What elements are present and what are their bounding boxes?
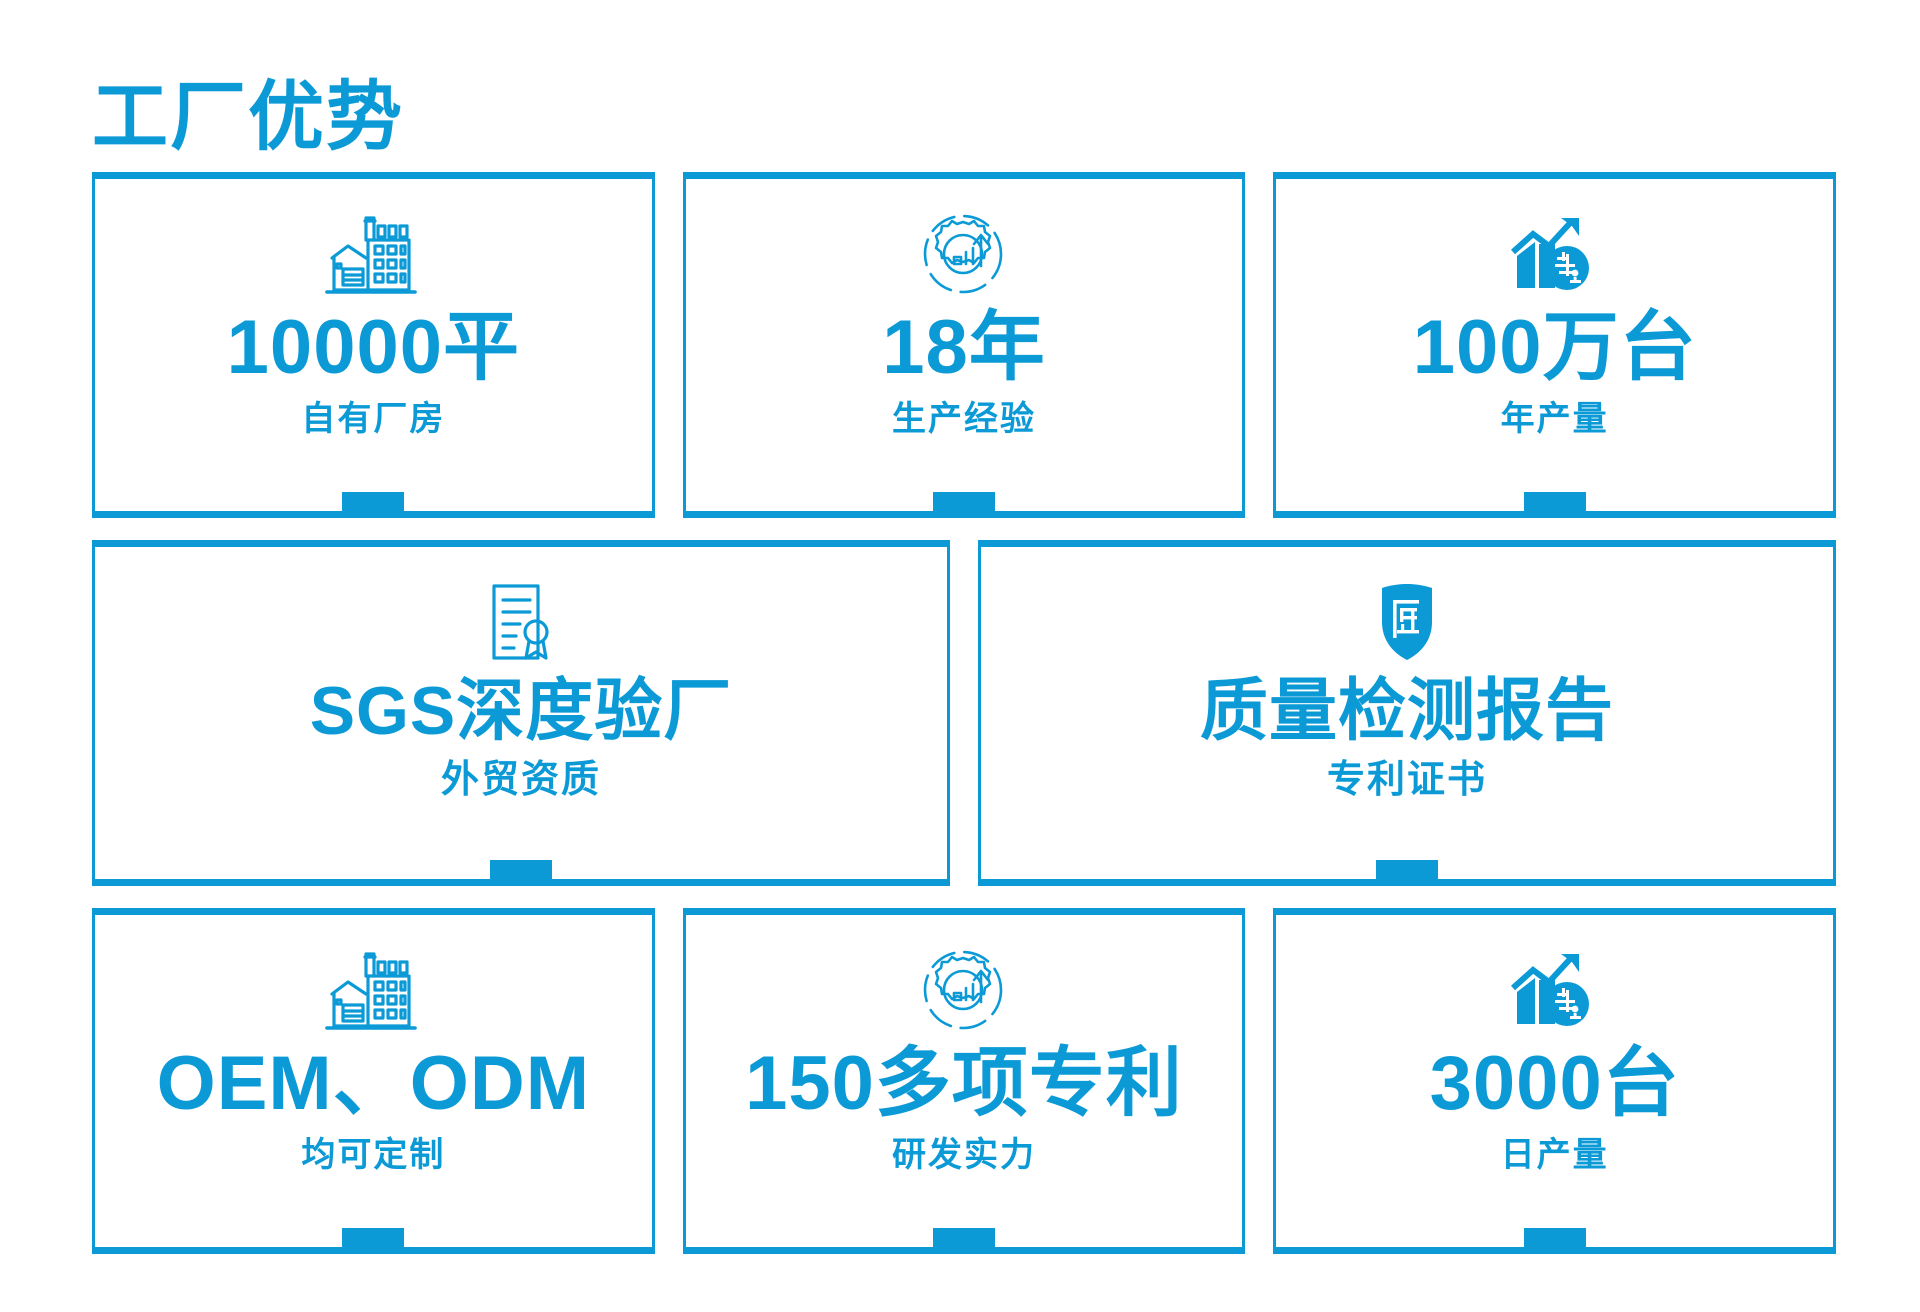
advantage-card-quality-report[interactable]: 质量检测报告 专利证书 (978, 540, 1836, 886)
card-notch (1523, 1228, 1586, 1254)
card-notch (933, 1228, 995, 1254)
advantage-headline: 100万台 (1412, 305, 1697, 390)
card-notch (342, 492, 405, 518)
advantage-subline: 专利证书 (1326, 759, 1487, 801)
factory-building-icon (323, 211, 423, 297)
advantage-card-daily-output[interactable]: 3000台 日产量 (1273, 908, 1837, 1254)
advantages-row-2: SGS深度验厂 外贸资质 (92, 540, 1836, 886)
card-notch (490, 860, 552, 886)
gear-growth-chart-icon (921, 947, 1007, 1033)
advantage-subline: 日产量 (1500, 1136, 1609, 1174)
advantage-subline: 研发实力 (892, 1136, 1036, 1174)
card-notch (1523, 492, 1586, 518)
advantage-card-sgs-audit[interactable]: SGS深度验厂 外贸资质 (92, 540, 950, 886)
certificate-award-icon (484, 579, 558, 665)
advantage-subline: 外贸资质 (440, 759, 601, 801)
advantage-subline: 均可定制 (301, 1136, 446, 1174)
factory-building-icon (323, 947, 423, 1033)
advantage-subline: 生产经验 (892, 400, 1036, 438)
advantage-card-patents[interactable]: 150多项专利 研发实力 (682, 908, 1246, 1254)
growth-arrow-year-coin-icon (1509, 211, 1601, 297)
advantages-grid: 10000平 自有厂房 (92, 172, 1837, 1254)
page-title: 工厂优势 (92, 74, 404, 160)
gear-growth-chart-icon (921, 211, 1007, 297)
card-notch (342, 1228, 405, 1254)
advantage-headline: 150多项专利 (745, 1041, 1183, 1126)
advantage-headline: SGS深度验厂 (309, 673, 733, 749)
advantage-subline: 年产量 (1500, 400, 1609, 438)
advantage-card-oem-odm[interactable]: OEM、ODM 均可定制 (92, 908, 655, 1254)
quality-shield-icon (1373, 579, 1441, 665)
card-notch (933, 492, 995, 518)
advantage-headline: 3000台 (1429, 1041, 1680, 1126)
advantage-headline: OEM、ODM (156, 1041, 591, 1126)
advantage-headline: 10000平 (226, 305, 520, 390)
advantage-card-factory-area[interactable]: 10000平 自有厂房 (92, 172, 655, 518)
advantage-headline: 质量检测报告 (1199, 673, 1614, 749)
growth-arrow-year-coin-icon (1509, 947, 1601, 1033)
advantage-card-annual-output[interactable]: 100万台 年产量 (1273, 172, 1837, 518)
advantage-subline: 自有厂房 (301, 400, 446, 438)
advantage-card-production-experience[interactable]: 18年 生产经验 (682, 172, 1246, 518)
advantages-row-1: 10000平 自有厂房 (92, 172, 1837, 518)
advantage-headline: 18年 (882, 305, 1046, 390)
advantages-row-3: OEM、ODM 均可定制 150多项专利 研发实力 (92, 908, 1837, 1254)
card-notch (1376, 860, 1438, 886)
